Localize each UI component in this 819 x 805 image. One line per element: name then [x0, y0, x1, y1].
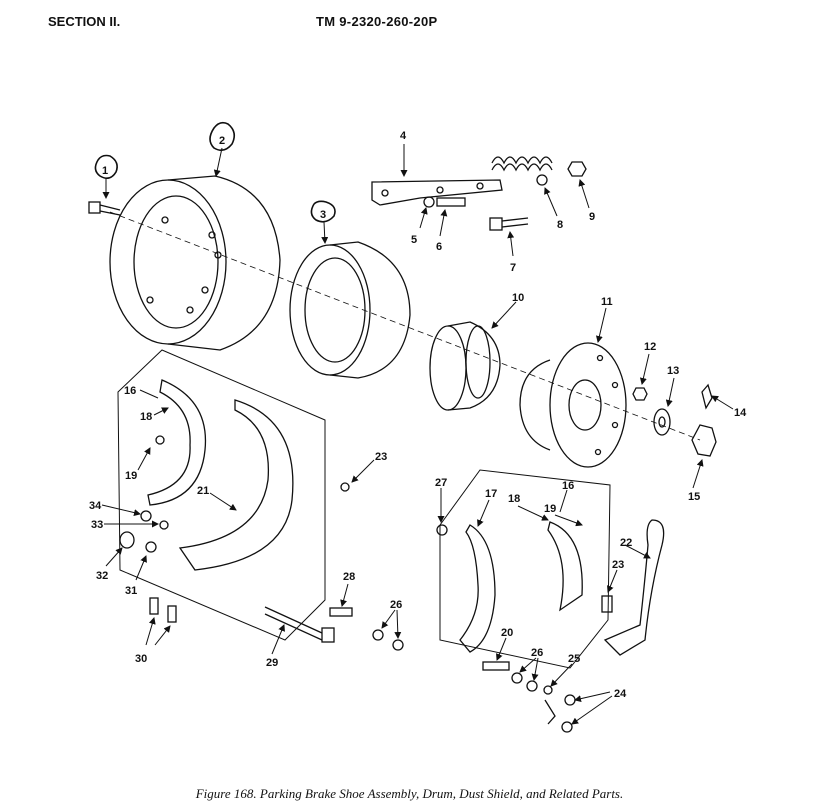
callout-15: 15 — [688, 491, 700, 503]
callout-4: 4 — [400, 130, 407, 142]
callout-16: 16 — [124, 385, 136, 397]
callout-32: 32 — [96, 570, 108, 582]
callout-25: 25 — [568, 653, 580, 665]
callout-19-right: 19 — [544, 503, 556, 515]
exploded-view-diagram: 1 2 3 4 5 6 7 8 9 10 11 12 13 14 15 16 1… — [88, 121, 747, 733]
callout-18: 18 — [140, 411, 152, 423]
callout-5: 5 — [411, 234, 417, 246]
bracket — [371, 179, 503, 206]
callout-22: 22 — [620, 537, 632, 549]
callout-34: 34 — [89, 500, 102, 512]
callout-26-right: 26 — [531, 647, 543, 659]
callout-21: 21 — [197, 485, 209, 497]
callout-1: 1 — [102, 165, 108, 177]
callout-2: 2 — [219, 135, 225, 147]
callout-13: 13 — [667, 365, 679, 377]
bolt-part — [88, 201, 121, 216]
callout-28: 28 — [343, 571, 355, 583]
callout-18-right: 18 — [508, 493, 520, 505]
callout-labels: 1 2 3 4 5 6 7 8 9 10 11 12 13 14 15 16 1… — [89, 130, 747, 700]
dust-shield — [289, 241, 411, 379]
callout-33: 33 — [91, 519, 103, 531]
brake-drum — [109, 175, 281, 351]
callout-17: 17 — [485, 488, 497, 500]
figure-caption: Figure 168. Parking Brake Shoe Assembly,… — [195, 786, 624, 801]
callout-31: 31 — [125, 585, 137, 597]
callout-8: 8 — [557, 219, 563, 231]
callout-12: 12 — [644, 341, 656, 353]
callout-10: 10 — [512, 292, 524, 304]
callout-6: 6 — [436, 241, 442, 253]
hub-flange — [519, 342, 627, 468]
callout-9: 9 — [589, 211, 595, 223]
callout-24: 24 — [614, 688, 627, 700]
callout-23: 23 — [375, 451, 387, 463]
callout-26: 26 — [390, 599, 402, 611]
callout-3: 3 — [320, 209, 326, 221]
callout-29: 29 — [266, 657, 278, 669]
callout-16-right: 16 — [562, 480, 574, 492]
tm-number: TM 9-2320-260-20P — [316, 14, 438, 29]
callout-11: 11 — [601, 296, 613, 308]
seal — [429, 321, 501, 411]
callout-7: 7 — [510, 262, 516, 274]
callout-14: 14 — [734, 407, 747, 419]
section-header: SECTION II. — [48, 14, 121, 29]
callout-30: 30 — [135, 653, 147, 665]
callout-19: 19 — [125, 470, 137, 482]
callout-23-right: 23 — [612, 559, 624, 571]
callout-27: 27 — [435, 477, 447, 489]
callout-20: 20 — [501, 627, 513, 639]
spring — [491, 156, 553, 172]
